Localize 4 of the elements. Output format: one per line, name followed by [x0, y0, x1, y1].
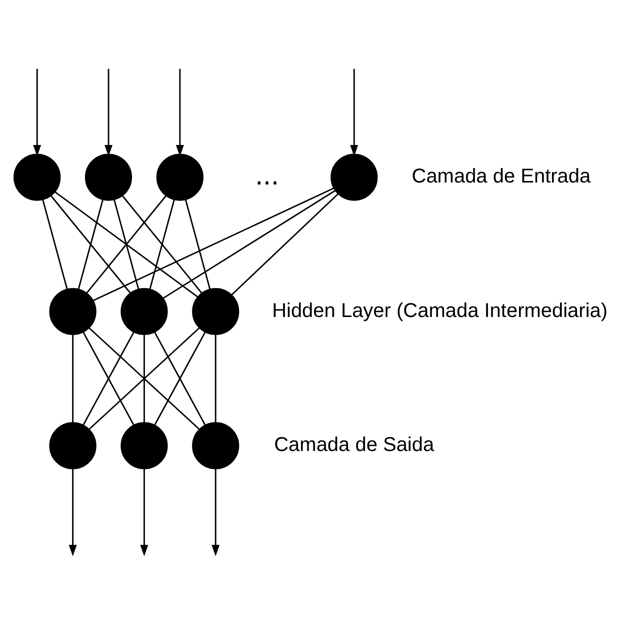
label: Camada de Saida: [274, 434, 434, 456]
label: ...: [255, 159, 279, 192]
label: Hidden Layer (Camada Intermediaria): [272, 300, 608, 322]
label: Camada de Entrada: [412, 166, 591, 188]
